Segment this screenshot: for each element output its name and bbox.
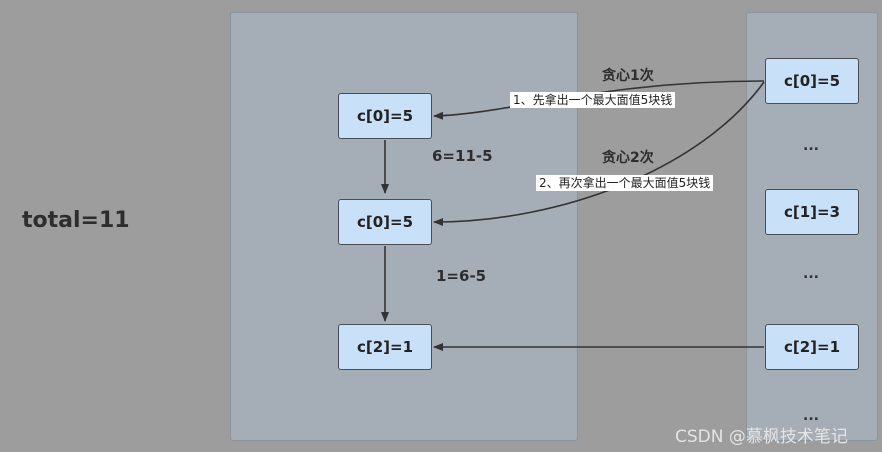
- note-1: 1、先拿出一个最大面值5块钱: [510, 92, 676, 108]
- right-box-1: c[0]=5: [765, 58, 859, 104]
- step-label-2: 1=6-5: [436, 267, 487, 285]
- greedy-label-2: 贪心2次: [602, 150, 654, 166]
- greedy-label-1: 贪心1次: [602, 68, 654, 84]
- ellipsis-2: ...: [803, 266, 819, 282]
- total-label: total=11: [22, 208, 130, 233]
- ellipsis-3: ...: [803, 408, 819, 424]
- note-2: 2、再次拿出一个最大面值5块钱: [536, 175, 714, 191]
- left-box-1: c[0]=5: [338, 93, 432, 139]
- watermark: CSDN @慕枫技术笔记: [675, 427, 848, 447]
- ellipsis-1: ...: [803, 138, 819, 154]
- right-box-3: c[2]=1: [765, 324, 859, 370]
- right-box-2: c[1]=3: [765, 189, 859, 235]
- left-box-2: c[0]=5: [338, 199, 432, 245]
- left-box-3: c[2]=1: [338, 324, 432, 370]
- step-label-1: 6=11-5: [432, 147, 493, 165]
